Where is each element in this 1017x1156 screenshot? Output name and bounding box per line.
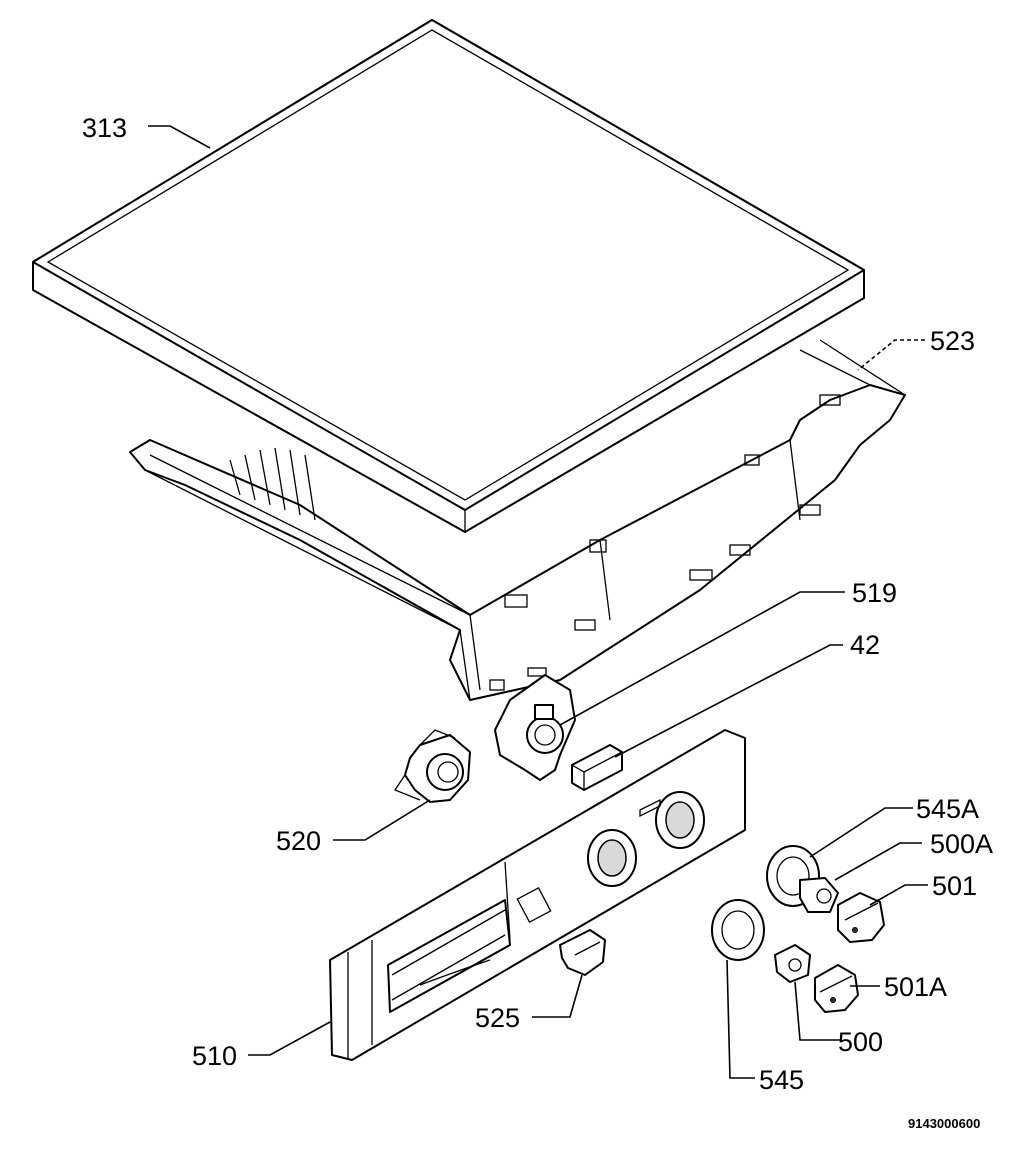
- label-500a: 500A: [930, 829, 993, 859]
- label-525: 525: [475, 1003, 520, 1033]
- leader-545: [726, 959, 755, 1079]
- part-501: [837, 892, 885, 943]
- label-501a: 501A: [884, 972, 947, 1002]
- part-labels: 313 523 519 42 520 545A 500A 501 501A 50…: [82, 113, 993, 1131]
- leader-525: [532, 974, 583, 1018]
- part-520: [394, 729, 471, 803]
- label-510: 510: [192, 1041, 237, 1071]
- part-519: [494, 674, 576, 781]
- label-42: 42: [850, 630, 880, 660]
- part-500a: [799, 877, 839, 913]
- leader-523: [857, 339, 925, 371]
- leader-500: [794, 981, 842, 1041]
- label-500: 500: [838, 1027, 883, 1057]
- leader-313: [148, 125, 211, 149]
- label-545a: 545A: [916, 794, 979, 824]
- leader-520: [333, 799, 431, 841]
- part-501a: [814, 964, 859, 1013]
- label-313: 313: [82, 113, 127, 143]
- leader-500a: [834, 842, 922, 881]
- leader-501: [869, 884, 928, 906]
- document-number: 9143000600: [908, 1116, 980, 1131]
- part-42: [571, 744, 623, 791]
- lid-313: [32, 19, 865, 533]
- part-500: [774, 944, 811, 983]
- label-545: 545: [759, 1065, 804, 1095]
- label-519: 519: [852, 578, 897, 608]
- panel-510: [329, 729, 746, 1061]
- leader-519: [559, 591, 845, 726]
- leader-lines: [148, 125, 928, 1079]
- label-520: 520: [276, 826, 321, 856]
- part-545: [711, 899, 765, 961]
- leader-545a: [809, 807, 913, 858]
- part-525: [559, 929, 606, 976]
- frame-523: [129, 339, 906, 701]
- label-523: 523: [930, 326, 975, 356]
- leader-510: [248, 1021, 331, 1056]
- label-501: 501: [932, 871, 977, 901]
- leader-42: [614, 644, 843, 758]
